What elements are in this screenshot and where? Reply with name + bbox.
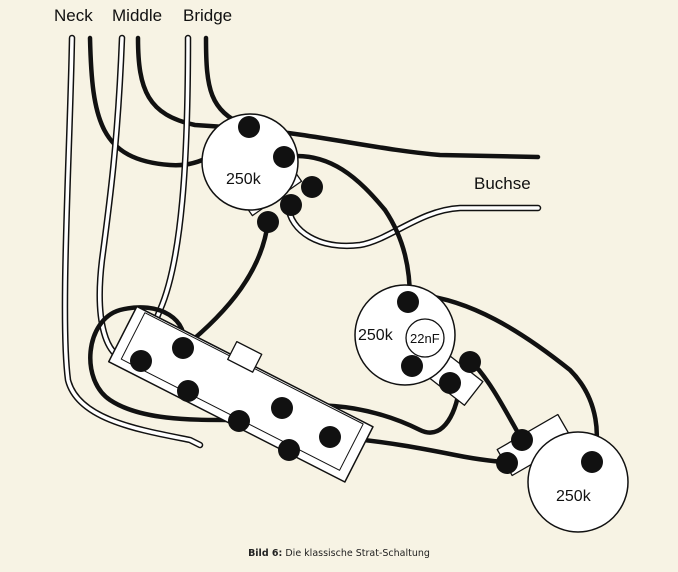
volume-pot bbox=[201, 113, 303, 217]
bridge-label: Bridge bbox=[183, 6, 233, 25]
switch-to-vol-wire bbox=[180, 219, 271, 351]
joint bbox=[459, 351, 481, 373]
jack-hot-wire bbox=[284, 201, 542, 250]
joint bbox=[401, 355, 423, 377]
joint bbox=[271, 397, 293, 419]
joint bbox=[177, 380, 199, 402]
joint bbox=[273, 146, 295, 168]
joint bbox=[301, 176, 323, 198]
joint bbox=[280, 194, 302, 216]
switch-to-tone2-wire bbox=[327, 434, 511, 465]
joint bbox=[439, 372, 461, 394]
vol-to-tone-wire bbox=[281, 153, 413, 303]
joint bbox=[130, 350, 152, 372]
tone-pot-2-value: 250k bbox=[556, 488, 591, 505]
joint bbox=[172, 337, 194, 359]
joint bbox=[581, 451, 603, 473]
five-way-switch bbox=[107, 305, 374, 483]
neck-label: Neck bbox=[54, 6, 93, 25]
tone-pot-1-value: 250k bbox=[358, 327, 393, 344]
joint bbox=[496, 452, 518, 474]
caption-prefix: Bild 6: bbox=[248, 548, 283, 559]
capacitor bbox=[405, 318, 445, 358]
joint bbox=[511, 429, 533, 451]
joint bbox=[228, 410, 250, 432]
tone2-link-wire bbox=[467, 357, 525, 443]
output-jack-label: Buchse bbox=[474, 174, 531, 193]
switch-loop-wire bbox=[88, 305, 233, 423]
joint bbox=[397, 291, 419, 313]
bridge-black-wire bbox=[203, 35, 248, 129]
joint bbox=[319, 426, 341, 448]
joint bbox=[238, 116, 260, 138]
tone-ground-wire bbox=[417, 292, 600, 463]
capacitor-value: 22nF bbox=[410, 331, 440, 346]
caption-text: Die klassische Strat-Schaltung bbox=[282, 548, 430, 559]
solder-joints bbox=[130, 116, 603, 474]
figure-caption: Bild 6: Die klassische Strat-Schaltung bbox=[0, 548, 678, 559]
joint bbox=[278, 439, 300, 461]
middle-label: Middle bbox=[112, 6, 163, 25]
tone-pot-1 bbox=[354, 284, 484, 406]
joint bbox=[257, 211, 279, 233]
volume-pot-value: 250k bbox=[226, 171, 261, 188]
